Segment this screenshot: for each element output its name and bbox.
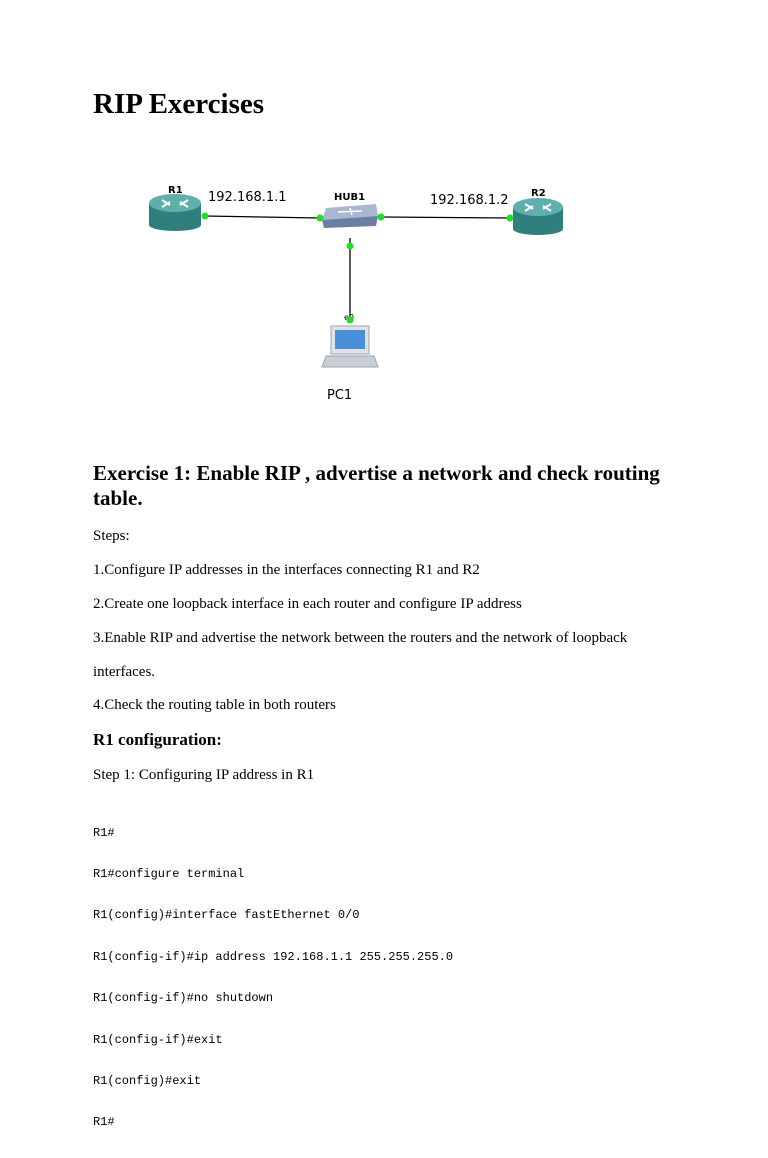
document-page: RIP Exercises R1 HUB1 R2 192. xyxy=(93,88,660,1129)
pc1-laptop-icon[interactable] xyxy=(321,325,379,368)
router-r2-icon[interactable] xyxy=(513,198,563,235)
code-line: R1# xyxy=(93,1115,115,1130)
steps-label: Steps: xyxy=(93,528,130,544)
hub1-icon[interactable] xyxy=(322,204,378,228)
code-line: R1(config)#exit xyxy=(93,1073,202,1088)
link-r1-hub xyxy=(204,215,321,219)
link-dot-icon xyxy=(346,316,354,324)
pc1-label: PC1 xyxy=(327,388,352,403)
step-3-text-line-2: interfaces. xyxy=(93,664,156,680)
r2-ip-label: 192.168.1.2 xyxy=(430,193,509,208)
link-dot-icon xyxy=(201,212,209,220)
step-1-text: 1.Configure IP addresses in the interfac… xyxy=(93,562,480,578)
r1-ip-label: 192.168.1.1 xyxy=(208,190,287,205)
code-line: R1(config-if)#exit xyxy=(93,1032,223,1047)
r1-config-code-block: R1# R1#configure terminal R1(config)#int… xyxy=(93,799,453,1158)
code-line: R1#configure terminal xyxy=(93,866,245,881)
document-title: RIP Exercises xyxy=(93,88,265,120)
step-3-text-line-1: 3.Enable RIP and advertise the network b… xyxy=(93,630,628,646)
link-dot-icon xyxy=(346,242,354,250)
r1-step-1-label: Step 1: Configuring IP address in R1 xyxy=(93,767,315,783)
step-4-text: 4.Check the routing table in both router… xyxy=(93,697,336,713)
hub1-label: HUB1 xyxy=(334,192,365,203)
code-line: R1(config-if)#no shutdown xyxy=(93,991,274,1006)
code-line: R1(config-if)#ip address 192.168.1.1 255… xyxy=(93,949,454,964)
router-r2-label: R2 xyxy=(531,188,546,199)
link-hub-r2 xyxy=(380,216,511,219)
link-dot-icon xyxy=(377,213,385,221)
link-dot-icon xyxy=(506,214,514,222)
code-line: R1(config)#interface fastEthernet 0/0 xyxy=(93,908,360,923)
code-line: R1# xyxy=(93,825,115,840)
link-dot-icon xyxy=(316,214,324,222)
network-topology-diagram: R1 HUB1 R2 192.168.1.1 192.168.1.2 e0 PC… xyxy=(149,185,563,403)
r1-configuration-heading: R1 configuration: xyxy=(93,730,222,749)
step-2-text: 2.Create one loopback interface in each … xyxy=(93,596,522,612)
router-r1-icon[interactable] xyxy=(149,194,201,231)
exercise-1-heading: Exercise 1: Enable RIP , advertise a net… xyxy=(93,461,660,510)
router-r1-label: R1 xyxy=(168,185,183,196)
